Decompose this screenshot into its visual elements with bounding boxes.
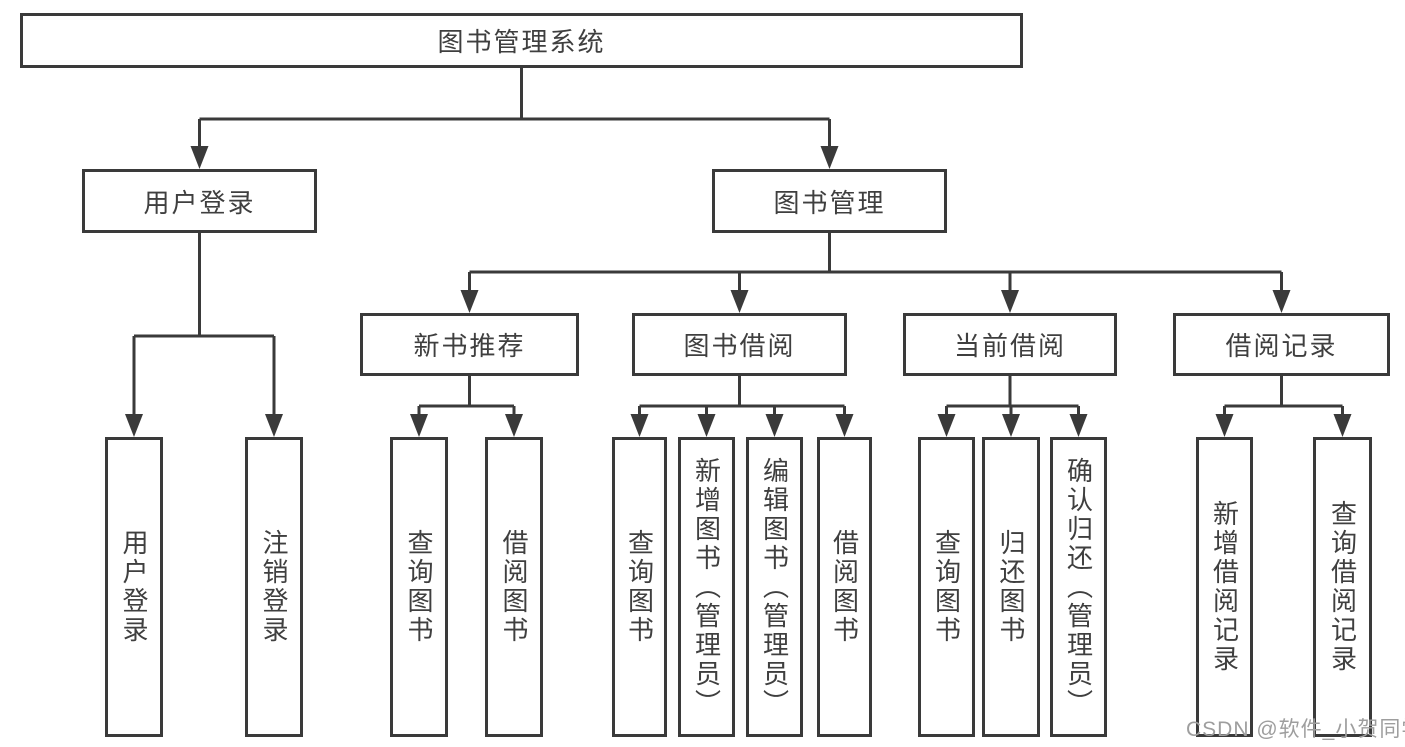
- connector-user-login-children: [125, 233, 283, 437]
- leaf-logout: 注销登录: [245, 437, 303, 737]
- node-label: 编辑图书（管理员）: [759, 456, 790, 718]
- node-library-management-system: 图书管理系统: [20, 13, 1023, 68]
- node-current-borrow: 当前借阅: [903, 313, 1117, 376]
- connector-borrow-records-children: [1215, 376, 1352, 437]
- node-book-management: 图书管理: [712, 169, 947, 233]
- node-label: 查询借阅记录: [1327, 500, 1358, 674]
- node-book-borrow: 图书借阅: [632, 313, 847, 376]
- connector-book-borrow-children: [630, 376, 854, 437]
- node-label: 借阅图书: [499, 529, 529, 645]
- connector-root-to-level1: [190, 68, 839, 169]
- leaf-current-query-books: 查询图书: [918, 437, 975, 737]
- node-label: 借阅记录: [1225, 331, 1338, 361]
- leaf-current-confirm-return-admin: 确认归还（管理员）: [1050, 437, 1107, 737]
- node-label: 新书推荐: [413, 331, 526, 361]
- node-label: 图书管理系统: [437, 27, 606, 57]
- leaf-current-return-books: 归还图书: [982, 437, 1040, 737]
- node-label: 图书管理: [773, 187, 886, 218]
- node-label: 查询图书: [931, 529, 962, 645]
- leaf-borrow-add-books-admin: 新增图书（管理员）: [678, 437, 735, 737]
- leaf-user-login: 用户登录: [105, 437, 163, 737]
- node-label: 注销登录: [259, 529, 289, 645]
- leaf-recommend-query-books: 查询图书: [390, 437, 448, 737]
- node-label: 归还图书: [996, 529, 1026, 645]
- leaf-records-query-record: 查询借阅记录: [1313, 437, 1372, 737]
- node-label: 用户登录: [143, 187, 256, 218]
- node-borrow-records: 借阅记录: [1173, 313, 1390, 376]
- node-label: 借阅图书: [829, 529, 860, 645]
- connector-current-borrow-children: [937, 376, 1088, 437]
- node-label: 用户登录: [119, 529, 149, 645]
- node-label: 图书借阅: [683, 331, 796, 361]
- leaf-borrow-query-books: 查询图书: [612, 437, 667, 737]
- node-label: 查询图书: [404, 529, 434, 645]
- leaf-borrow-edit-books-admin: 编辑图书（管理员）: [746, 437, 803, 737]
- node-label: 新增借阅记录: [1209, 500, 1240, 674]
- connector-new-book-recommend-children: [410, 376, 523, 437]
- node-label: 查询图书: [624, 529, 655, 645]
- node-label: 当前借阅: [953, 331, 1066, 361]
- csdn-watermark: CSDN @软件_小贺同学: [1186, 718, 1405, 741]
- node-label: 确认归还（管理员）: [1063, 456, 1094, 718]
- node-new-book-recommend: 新书推荐: [360, 313, 579, 376]
- leaf-recommend-borrow-books: 借阅图书: [485, 437, 543, 737]
- leaf-borrow-borrow-books: 借阅图书: [817, 437, 872, 737]
- leaf-records-add-record: 新增借阅记录: [1196, 437, 1253, 737]
- connector-book-management-children: [460, 232, 1291, 313]
- node-user-login: 用户登录: [82, 169, 317, 233]
- node-label: 新增图书（管理员）: [691, 456, 722, 718]
